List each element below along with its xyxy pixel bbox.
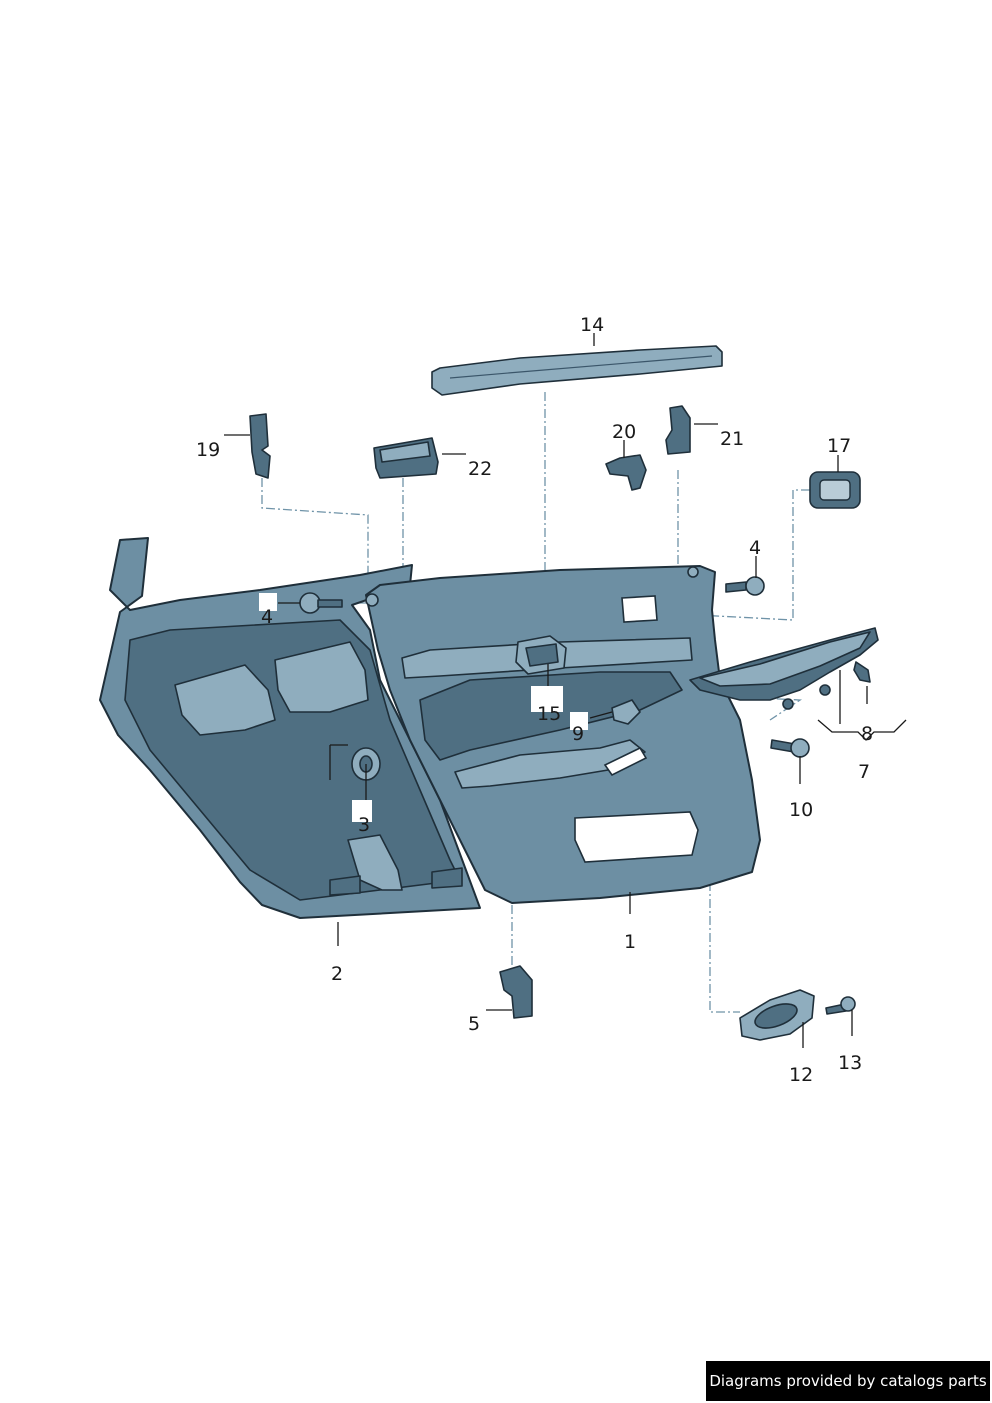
cover-part-22 — [373, 437, 439, 479]
callout-20: 20 — [612, 421, 636, 443]
callout-21: 21 — [720, 428, 744, 450]
callout-5: 5 — [468, 1013, 480, 1035]
bezel-part-17 — [809, 471, 861, 509]
callout-10: 10 — [789, 799, 813, 821]
label-bg — [531, 686, 563, 712]
callout-22: 22 — [468, 458, 492, 480]
bracket-part-5 — [499, 965, 533, 1019]
callout-4-left: 4 — [261, 606, 273, 628]
bracket-part-20 — [605, 454, 647, 491]
callout-4-upper: 4 — [749, 537, 761, 559]
callout-8: 8 — [861, 723, 873, 745]
footer-credit-banner: Diagrams provided by catalogs parts — [706, 1361, 990, 1401]
door-trim-panel — [365, 565, 761, 904]
screw-part-13 — [825, 996, 856, 1015]
callout-9: 9 — [572, 723, 584, 745]
callout-2: 2 — [331, 963, 343, 985]
footer-credit-text: Diagrams provided by catalogs parts — [709, 1372, 987, 1390]
callout-15: 15 — [537, 703, 561, 725]
clip-part-8 — [853, 661, 871, 683]
switch-part-9 — [611, 699, 641, 725]
callout-labels: 14 19 22 21 20 17 4 4 15 9 8 7 3 10 1 2 … — [196, 314, 873, 1086]
label-bg — [352, 800, 372, 822]
switch-part-15 — [515, 635, 567, 675]
clip-part-21 — [665, 405, 691, 455]
label-bg — [570, 712, 588, 730]
callout-1: 1 — [624, 931, 636, 953]
callout-3: 3 — [358, 814, 370, 836]
window-shaft-strip — [431, 345, 723, 396]
callout-12: 12 — [789, 1064, 813, 1086]
door-inner-carrier — [99, 537, 481, 919]
callout-14: 14 — [580, 314, 604, 336]
callout-17: 17 — [827, 435, 851, 457]
screw-part-4-upper — [725, 576, 765, 596]
callout-7: 7 — [858, 761, 870, 783]
screw-part-10 — [770, 738, 810, 758]
screw-part-4-left — [299, 592, 343, 614]
armrest-part-7 — [689, 627, 879, 710]
callout-13: 13 — [838, 1052, 862, 1074]
leader-lines — [224, 333, 907, 1048]
clip-part-19 — [249, 413, 271, 479]
handle-insert-part-12 — [739, 989, 815, 1041]
label-bg — [259, 593, 277, 611]
callout-19: 19 — [196, 439, 220, 461]
